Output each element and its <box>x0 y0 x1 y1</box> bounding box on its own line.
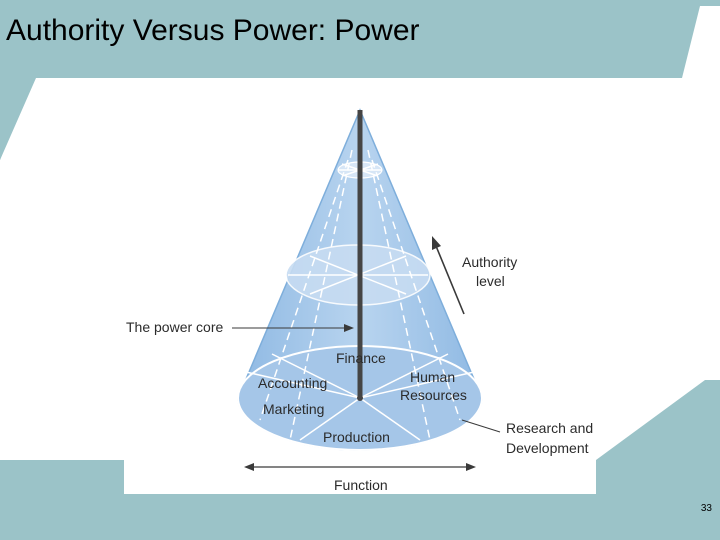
production-label: Production <box>323 429 390 445</box>
left-band <box>0 80 30 160</box>
function-label: Function <box>334 477 388 493</box>
slide-number: 33 <box>700 503 712 514</box>
power-core-label: The power core <box>126 319 223 335</box>
human-resources-label-line1: Human <box>410 369 455 385</box>
power-core-arrowhead <box>344 324 354 332</box>
header-band <box>0 0 720 160</box>
footer-band <box>0 380 720 540</box>
authority-arrow <box>435 245 465 315</box>
finance-label: Finance <box>336 350 386 366</box>
authority-arrowhead <box>432 236 441 250</box>
diagram-labels: The power core Authority level Finance A… <box>126 254 593 493</box>
authority-label-line1: Authority <box>462 254 517 270</box>
power-core-base <box>357 395 363 401</box>
function-arrowhead-right <box>466 463 476 471</box>
accounting-label: Accounting <box>258 375 327 391</box>
cone-diagram <box>237 108 483 451</box>
marketing-label: Marketing <box>263 401 324 417</box>
annotations <box>232 236 501 471</box>
inner-cone-dashes <box>259 149 461 441</box>
authority-label-line2: level <box>476 273 505 289</box>
function-arrowhead-left <box>244 463 254 471</box>
rnd-label-line2: Development <box>506 440 589 456</box>
human-resources-label-line2: Resources <box>400 387 467 403</box>
rnd-label-line1: Research and <box>506 420 593 436</box>
slide-title: Authority Versus Power: Power <box>6 14 420 47</box>
rnd-leader <box>461 419 501 433</box>
